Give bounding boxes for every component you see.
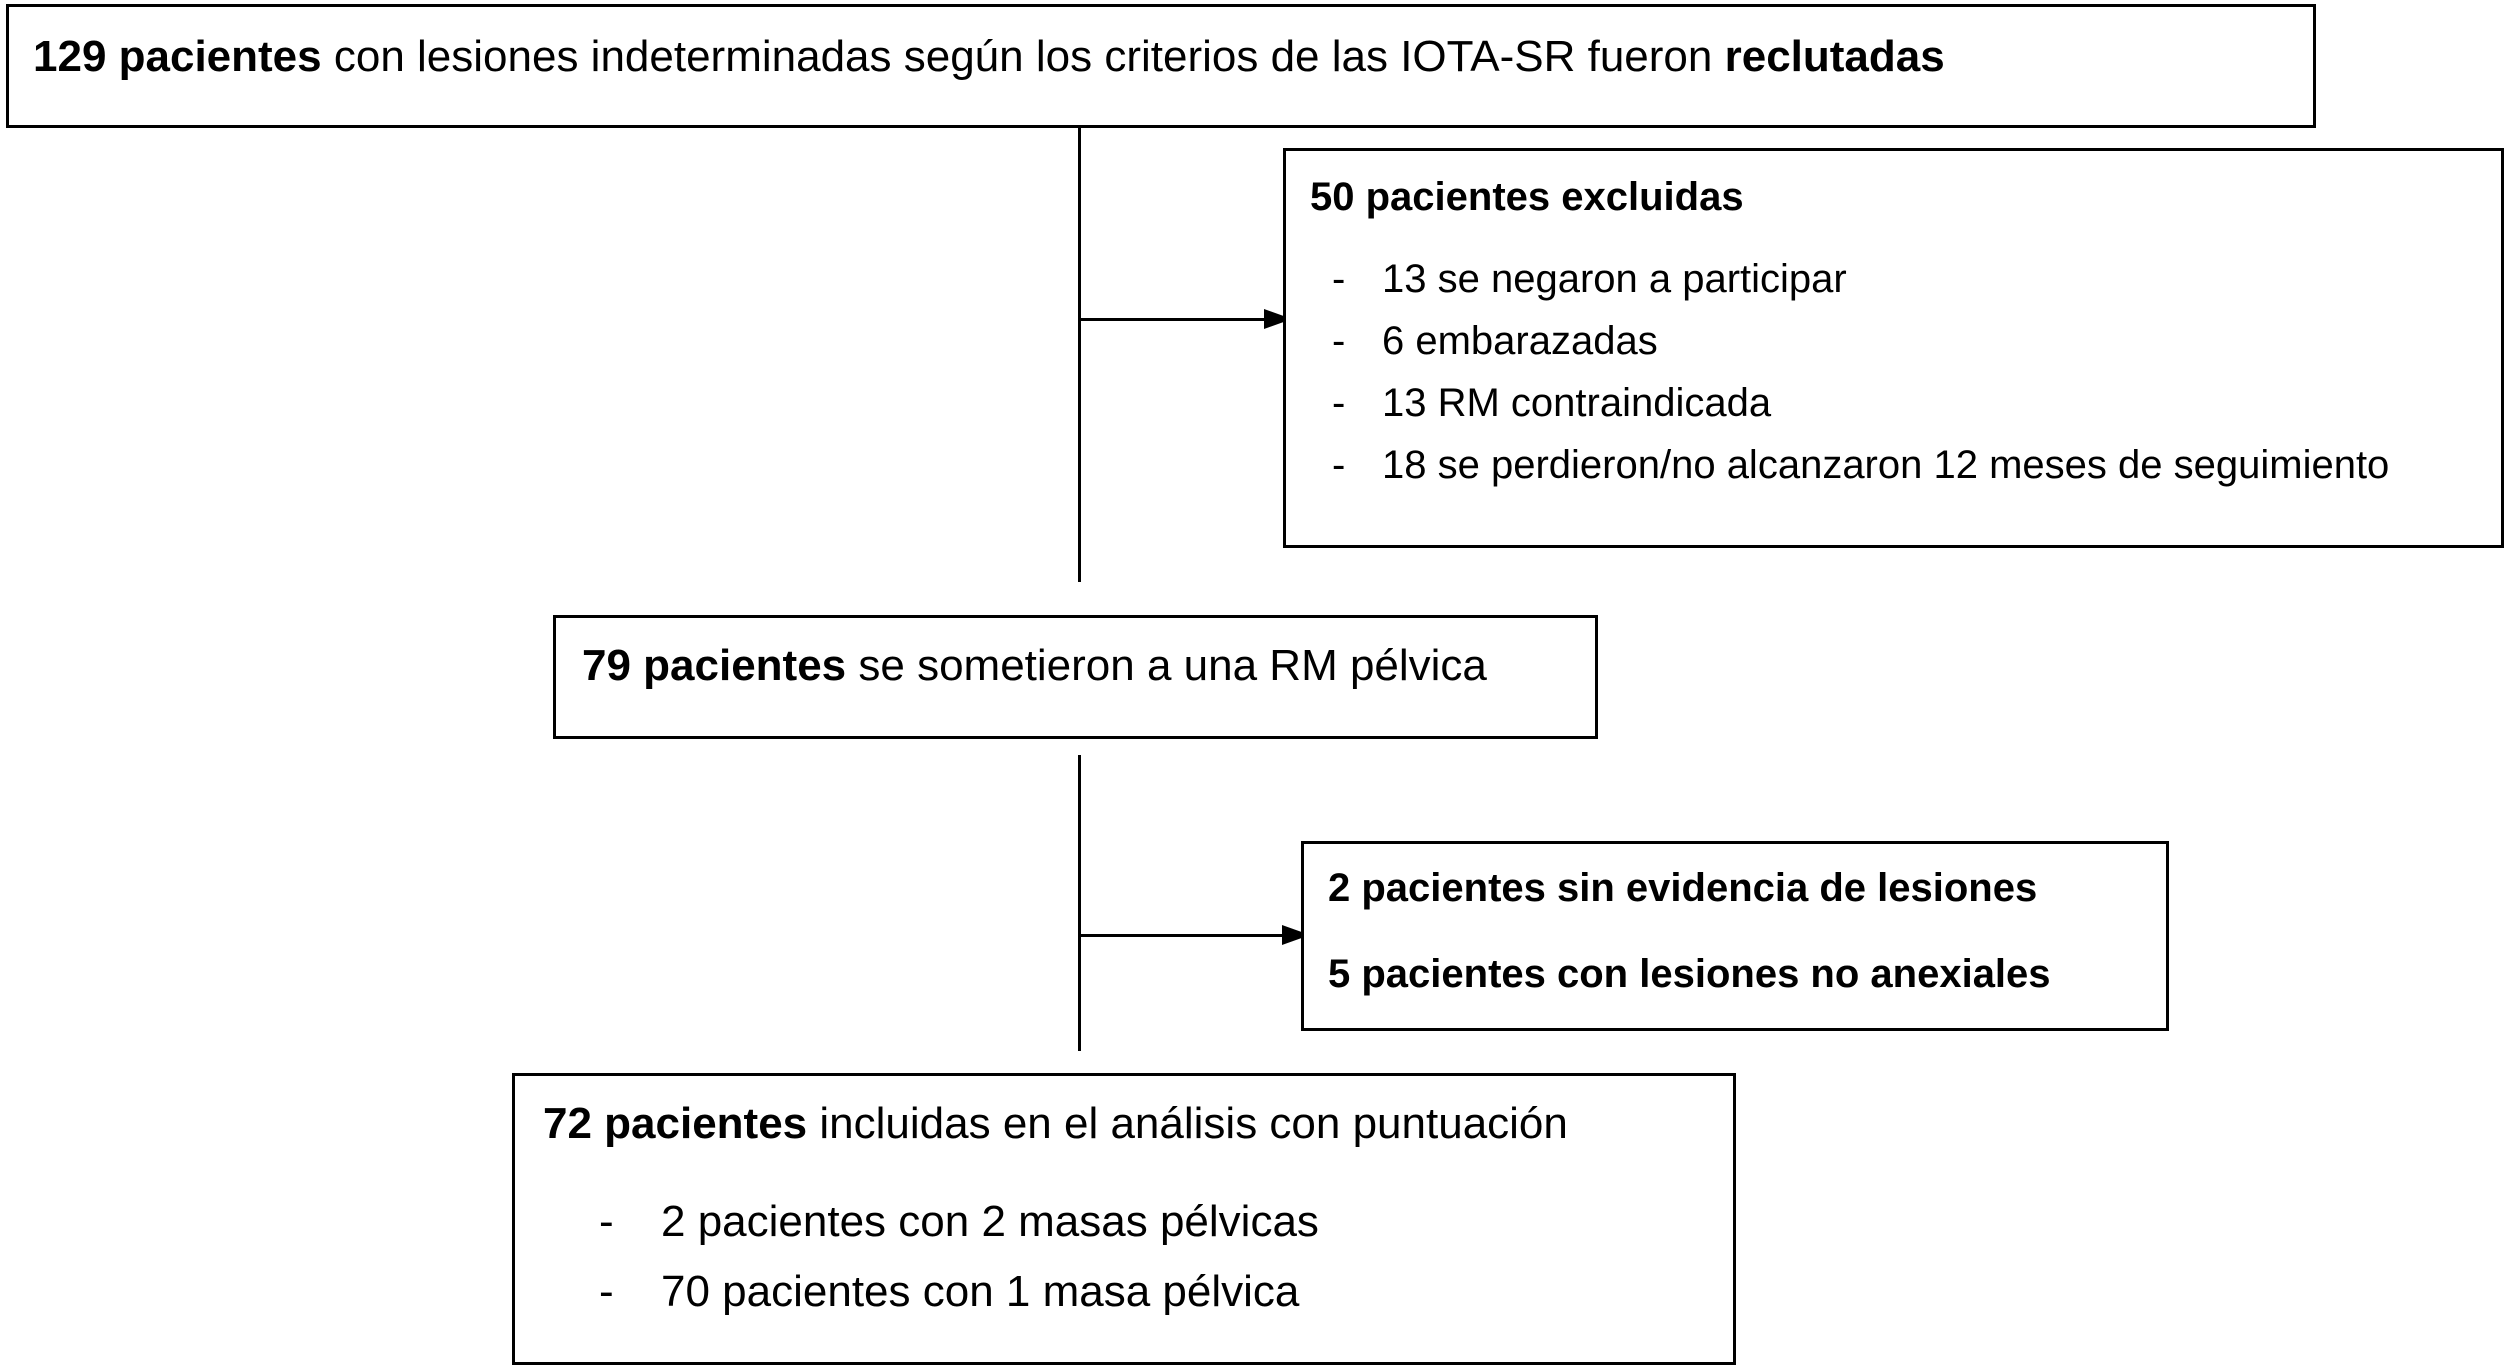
connector-line-2: [1078, 755, 1081, 1051]
excluded-bullet: -: [1332, 443, 1346, 487]
excluded-item: 6 embarazadas: [1382, 319, 1658, 363]
excluded-bullet: -: [1332, 319, 1346, 363]
recruited-description: con lesiones indeterminadas según los cr…: [321, 32, 1725, 81]
excluded-item: 13 se negaron a participar: [1382, 257, 1847, 301]
mri-text: 79 pacientes se sometieron a una RM pélv…: [582, 644, 1487, 688]
included-item: 70 pacientes con 1 masa pélvica: [661, 1267, 1300, 1316]
mri-count: 79 pacientes: [582, 641, 847, 690]
no-lesion-line: 2 pacientes sin evidencia de lesiones: [1328, 866, 2038, 910]
recruited-box: 129 pacientes con lesiones indeterminada…: [6, 4, 2316, 128]
included-item: 2 pacientes con 2 masas pélvicas: [661, 1197, 1319, 1246]
included-box: 72 pacientes incluidas en el análisis co…: [512, 1073, 1736, 1365]
included-bullet: -: [599, 1197, 614, 1246]
excluded-bullet: -: [1332, 381, 1346, 425]
connector-line-1: [1078, 128, 1081, 582]
excluded-bullet: -: [1332, 257, 1346, 301]
recruited-status: reclutadas: [1724, 32, 1945, 81]
arrow-no-lesion-shaft: [1079, 934, 1283, 937]
included-description: incluidas en el análisis con puntuación: [807, 1099, 1568, 1148]
excluded-item: 18 se perdieron/no alcanzaron 12 meses d…: [1382, 443, 2390, 487]
mri-box: 79 pacientes se sometieron a una RM pélv…: [553, 615, 1598, 739]
excluded-title: 50 pacientes excluidas: [1310, 175, 1744, 219]
excluded-box: 50 pacientes excluidas - 13 se negaron a…: [1283, 148, 2504, 548]
arrow-excluded-shaft: [1079, 318, 1265, 321]
excluded-item: 13 RM contraindicada: [1382, 381, 1772, 425]
recruited-text: 129 pacientes con lesiones indeterminada…: [33, 35, 1945, 79]
included-text: 72 pacientes incluidas en el análisis co…: [543, 1102, 1568, 1146]
included-bullet: -: [599, 1267, 614, 1316]
recruited-count: 129 pacientes: [33, 32, 322, 81]
included-count: 72 pacientes: [543, 1099, 808, 1148]
non-adnexal-line: 5 pacientes con lesiones no anexiales: [1328, 952, 2051, 996]
no-lesion-box: 2 pacientes sin evidencia de lesiones 5 …: [1301, 841, 2169, 1031]
mri-description: se sometieron a una RM pélvica: [846, 641, 1487, 690]
